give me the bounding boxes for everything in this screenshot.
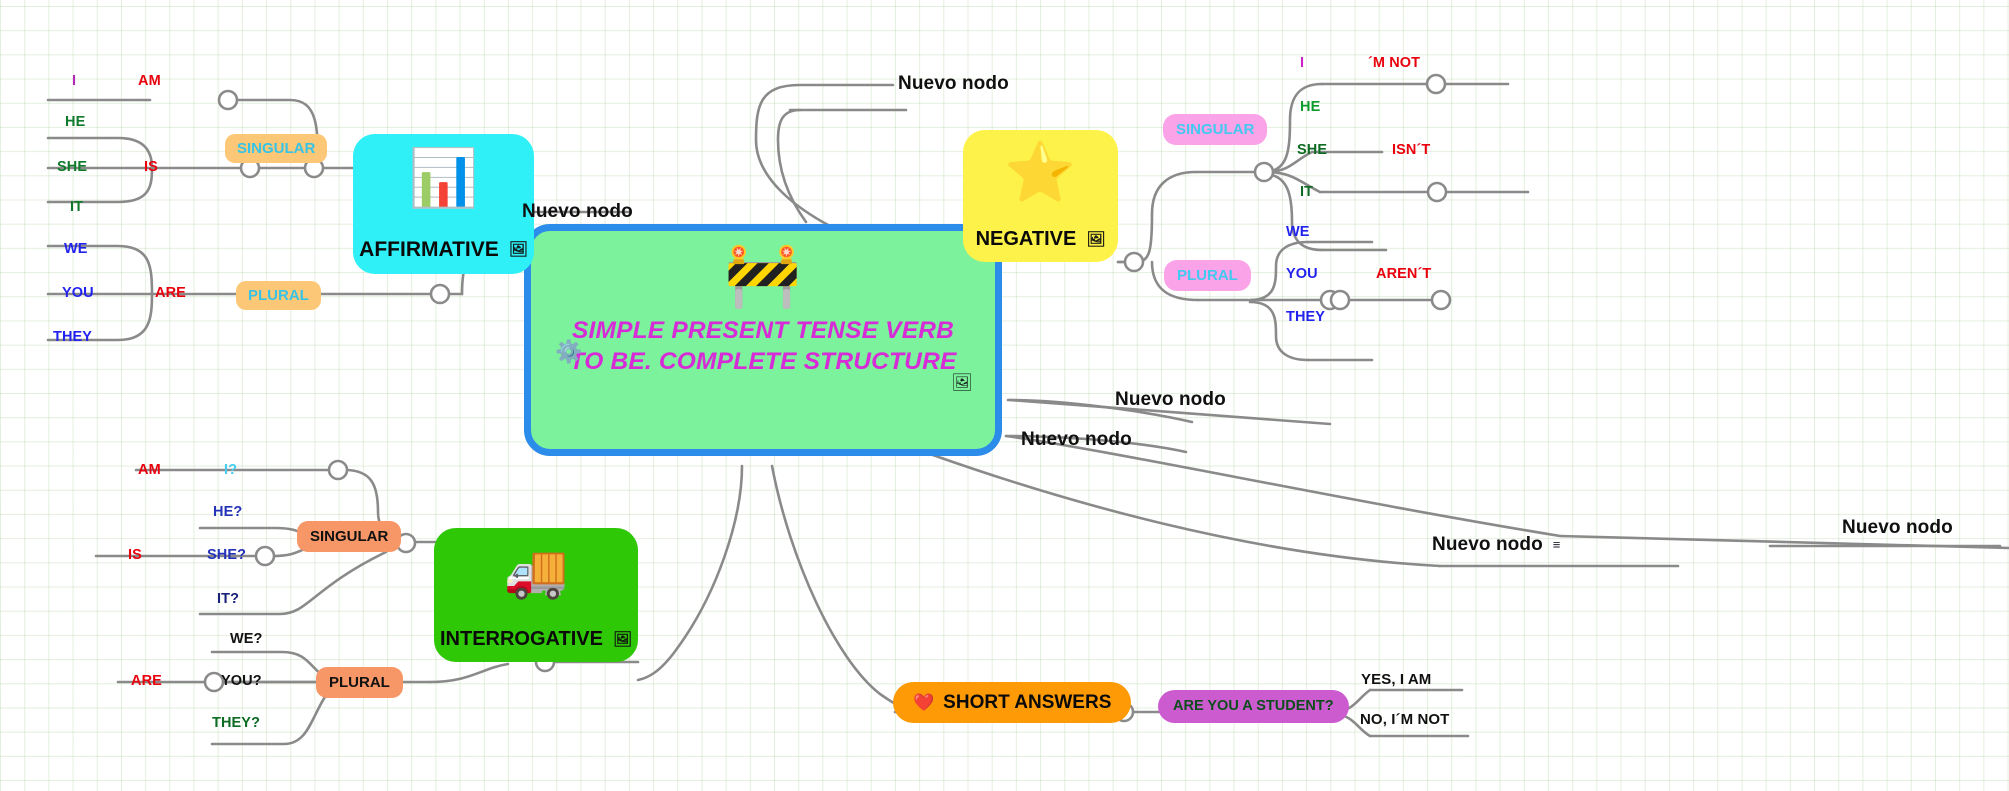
interrogative-chip-plural-label: PLURAL xyxy=(329,674,390,691)
affirmative-pronoun-they[interactable]: THEY xyxy=(53,329,93,345)
negative-chip-singular-label: SINGULAR xyxy=(1176,121,1255,138)
image-icon[interactable]: 🖼 xyxy=(612,630,632,648)
interrogative-pronoun-they[interactable]: THEY? xyxy=(212,715,261,731)
negative-pronoun-you[interactable]: YOU xyxy=(1286,266,1318,282)
truck-icon: 🚚 xyxy=(503,543,569,601)
interrogative-verb-am[interactable]: AM xyxy=(138,462,161,478)
interrogative-pronoun-he[interactable]: HE? xyxy=(213,504,243,520)
affirmative-verb-is[interactable]: IS xyxy=(144,159,158,175)
affirmative-chip-singular-label: SINGULAR xyxy=(237,140,316,157)
topic-card-negative-label: NEGATIVE xyxy=(975,228,1077,250)
affirmative-pronoun-i[interactable]: I xyxy=(72,73,77,89)
interrogative-pronoun-it[interactable]: IT? xyxy=(217,591,240,607)
new-node-2[interactable]: Nuevo nodo xyxy=(522,201,633,222)
topic-card-interrogative[interactable]: 🚚 INTERROGATIVE 🖼 xyxy=(434,528,638,662)
interrogative-verb-are[interactable]: ARE xyxy=(131,673,162,689)
interrogative-verb-is[interactable]: IS xyxy=(128,547,142,563)
negative-chip-plural-label: PLURAL xyxy=(1177,267,1238,284)
interrogative-chip-singular[interactable]: SINGULAR xyxy=(297,521,402,552)
negative-verb-m-not[interactable]: ´M NOT xyxy=(1368,55,1421,71)
heart-icon: ❤️ xyxy=(913,693,935,712)
negative-verb-isnt[interactable]: ISN´T xyxy=(1392,142,1431,158)
affirmative-pronoun-it[interactable]: IT xyxy=(70,199,84,215)
affirmative-pronoun-you[interactable]: YOU xyxy=(62,285,94,301)
negative-pronoun-i[interactable]: I xyxy=(1300,55,1305,71)
pie-chart-icon: 📊 xyxy=(408,146,479,209)
gear-icon: ⚙️ xyxy=(555,339,583,364)
traffic-cone-icon: 🚧 xyxy=(724,241,802,310)
add-note-icon[interactable]: ≡ xyxy=(1552,537,1561,552)
new-node-5-label: Nuevo nodo xyxy=(1432,534,1543,555)
new-node-4[interactable]: Nuevo nodo xyxy=(1021,429,1132,450)
topic-card-affirmative-label: AFFIRMATIVE xyxy=(359,238,499,261)
affirmative-pronoun-he[interactable]: HE xyxy=(65,114,86,130)
negative-chip-singular[interactable]: SINGULAR xyxy=(1163,114,1268,145)
interrogative-pronoun-she[interactable]: SHE? xyxy=(207,547,247,563)
interrogative-chip-plural[interactable]: PLURAL xyxy=(316,667,403,698)
short-answer-no[interactable]: NO, I´M NOT xyxy=(1360,711,1450,728)
image-icon[interactable]: 🖼 xyxy=(508,241,528,258)
affirmative-verb-are[interactable]: ARE xyxy=(155,285,186,301)
short-answer-yes[interactable]: YES, I AM xyxy=(1361,671,1432,688)
star-icon: ⭐ xyxy=(1004,140,1077,205)
interrogative-pronoun-you[interactable]: YOU? xyxy=(221,673,262,689)
image-icon[interactable]: 🖼 xyxy=(1086,230,1106,248)
affirmative-pronoun-we[interactable]: WE xyxy=(64,241,88,257)
negative-pronoun-they[interactable]: THEY xyxy=(1286,309,1326,325)
affirmative-chip-plural-label: PLURAL xyxy=(248,287,309,304)
negative-pronoun-it[interactable]: IT xyxy=(1300,184,1314,200)
negative-verb-arent[interactable]: AREN´T xyxy=(1376,266,1432,282)
image-icon[interactable]: 🖼 xyxy=(951,373,973,392)
question-node-are-you-a-student[interactable]: ARE YOU A STUDENT? xyxy=(1158,690,1349,723)
interrogative-chip-singular-label: SINGULAR xyxy=(310,528,389,545)
short-answers-node[interactable]: ❤️ SHORT ANSWERS xyxy=(893,682,1132,723)
central-node-title: SIMPLE PRESENT TENSE VERB TO BE. COMPLET… xyxy=(569,317,957,376)
affirmative-chip-plural[interactable]: PLURAL xyxy=(236,281,321,310)
negative-pronoun-we[interactable]: WE xyxy=(1286,224,1310,240)
new-node-6[interactable]: Nuevo nodo xyxy=(1842,517,1953,538)
new-node-5[interactable]: Nuevo nodo ≡ xyxy=(1432,535,1560,554)
new-node-3[interactable]: Nuevo nodo xyxy=(1115,389,1226,410)
interrogative-pronoun-i[interactable]: I? xyxy=(224,462,238,478)
affirmative-chip-singular[interactable]: SINGULAR xyxy=(225,134,328,163)
central-node[interactable]: 🚧 ⚙️ SIMPLE PRESENT TENSE VERB TO BE. CO… xyxy=(524,224,1002,456)
negative-pronoun-he[interactable]: HE xyxy=(1300,99,1321,115)
topic-card-negative[interactable]: ⭐ NEGATIVE 🖼 xyxy=(963,130,1118,262)
negative-chip-plural[interactable]: PLURAL xyxy=(1164,260,1251,291)
interrogative-pronoun-we[interactable]: WE? xyxy=(230,631,263,647)
affirmative-verb-am[interactable]: AM xyxy=(138,73,161,89)
question-node-label: ARE YOU A STUDENT? xyxy=(1173,698,1334,714)
topic-card-affirmative[interactable]: 📊 AFFIRMATIVE 🖼 xyxy=(353,134,534,274)
new-node-1[interactable]: Nuevo nodo xyxy=(898,73,1009,94)
affirmative-pronoun-she[interactable]: SHE xyxy=(57,159,88,175)
negative-pronoun-she[interactable]: SHE xyxy=(1297,142,1328,158)
short-answers-label: SHORT ANSWERS xyxy=(943,692,1112,713)
topic-card-interrogative-label: INTERROGATIVE xyxy=(439,628,603,650)
